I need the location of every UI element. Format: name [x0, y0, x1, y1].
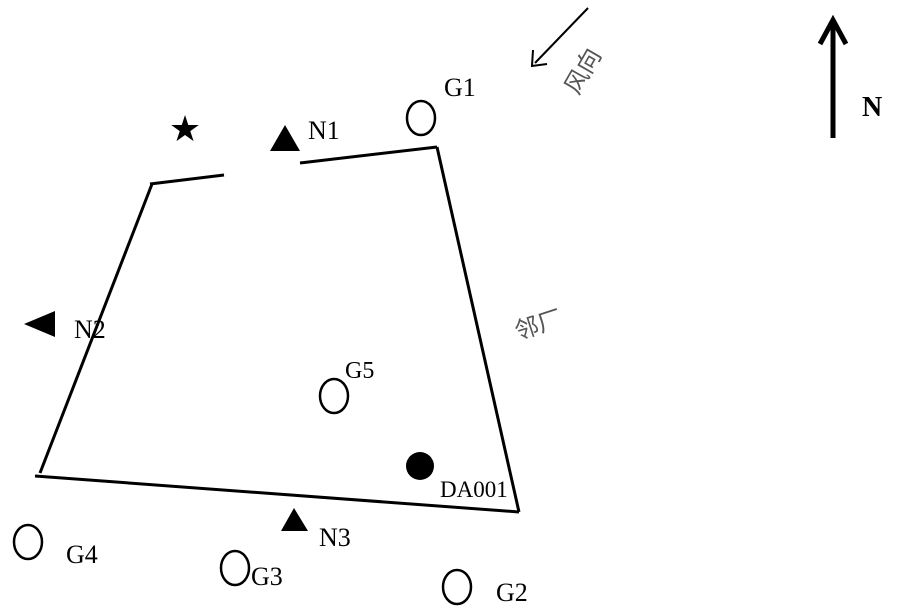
n3-label: N3 — [319, 523, 351, 552]
g5-label: G5 — [345, 358, 374, 384]
g3-label: G3 — [251, 562, 283, 591]
g3-circle-icon — [219, 549, 251, 587]
g4-circle-icon — [12, 523, 44, 561]
g2-label: G2 — [496, 578, 528, 607]
da001-dot-icon — [406, 452, 434, 480]
boundary-top-right — [299, 145, 438, 165]
site-boundary — [34, 145, 521, 514]
n2-label: N2 — [74, 315, 106, 344]
g1-label: G1 — [444, 73, 476, 102]
north-label: N — [862, 92, 882, 123]
wind-direction-label: 风向 — [559, 43, 607, 99]
g4-label: G4 — [66, 540, 98, 569]
n1-triangle-icon — [270, 125, 300, 151]
neighbor-factory-label: 邻厂 — [511, 304, 565, 345]
wind-direction-arrow-icon — [530, 7, 589, 68]
star-icon: ★ — [169, 109, 201, 150]
g5-circle-icon — [318, 377, 350, 415]
boundary-bottom — [34, 474, 520, 514]
da001-label: DA001 — [440, 477, 508, 502]
n1-label: N1 — [308, 116, 340, 145]
boundary-left — [38, 183, 154, 474]
n2-triangle-icon — [24, 311, 55, 337]
boundary-right — [435, 146, 521, 513]
north-arrow-icon — [817, 14, 849, 138]
g1-circle-icon — [405, 99, 437, 137]
boundary-top-left — [149, 173, 225, 186]
n3-triangle-icon — [281, 508, 308, 531]
g2-circle-icon — [441, 568, 473, 606]
